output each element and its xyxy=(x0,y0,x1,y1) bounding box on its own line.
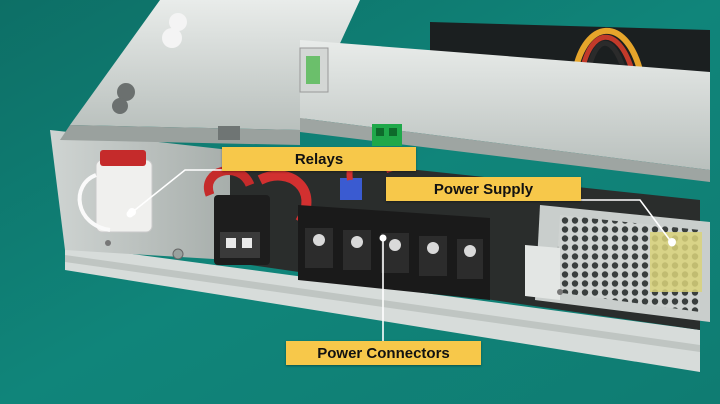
relays-label: Relays xyxy=(222,147,416,171)
wire-bundle xyxy=(572,27,643,73)
power-connectors-label: Power Connectors xyxy=(286,341,481,365)
enclosure-top-lid xyxy=(70,0,360,130)
power-supply-label: Power Supply xyxy=(386,177,581,201)
upper-pcb-bracket xyxy=(300,40,710,170)
